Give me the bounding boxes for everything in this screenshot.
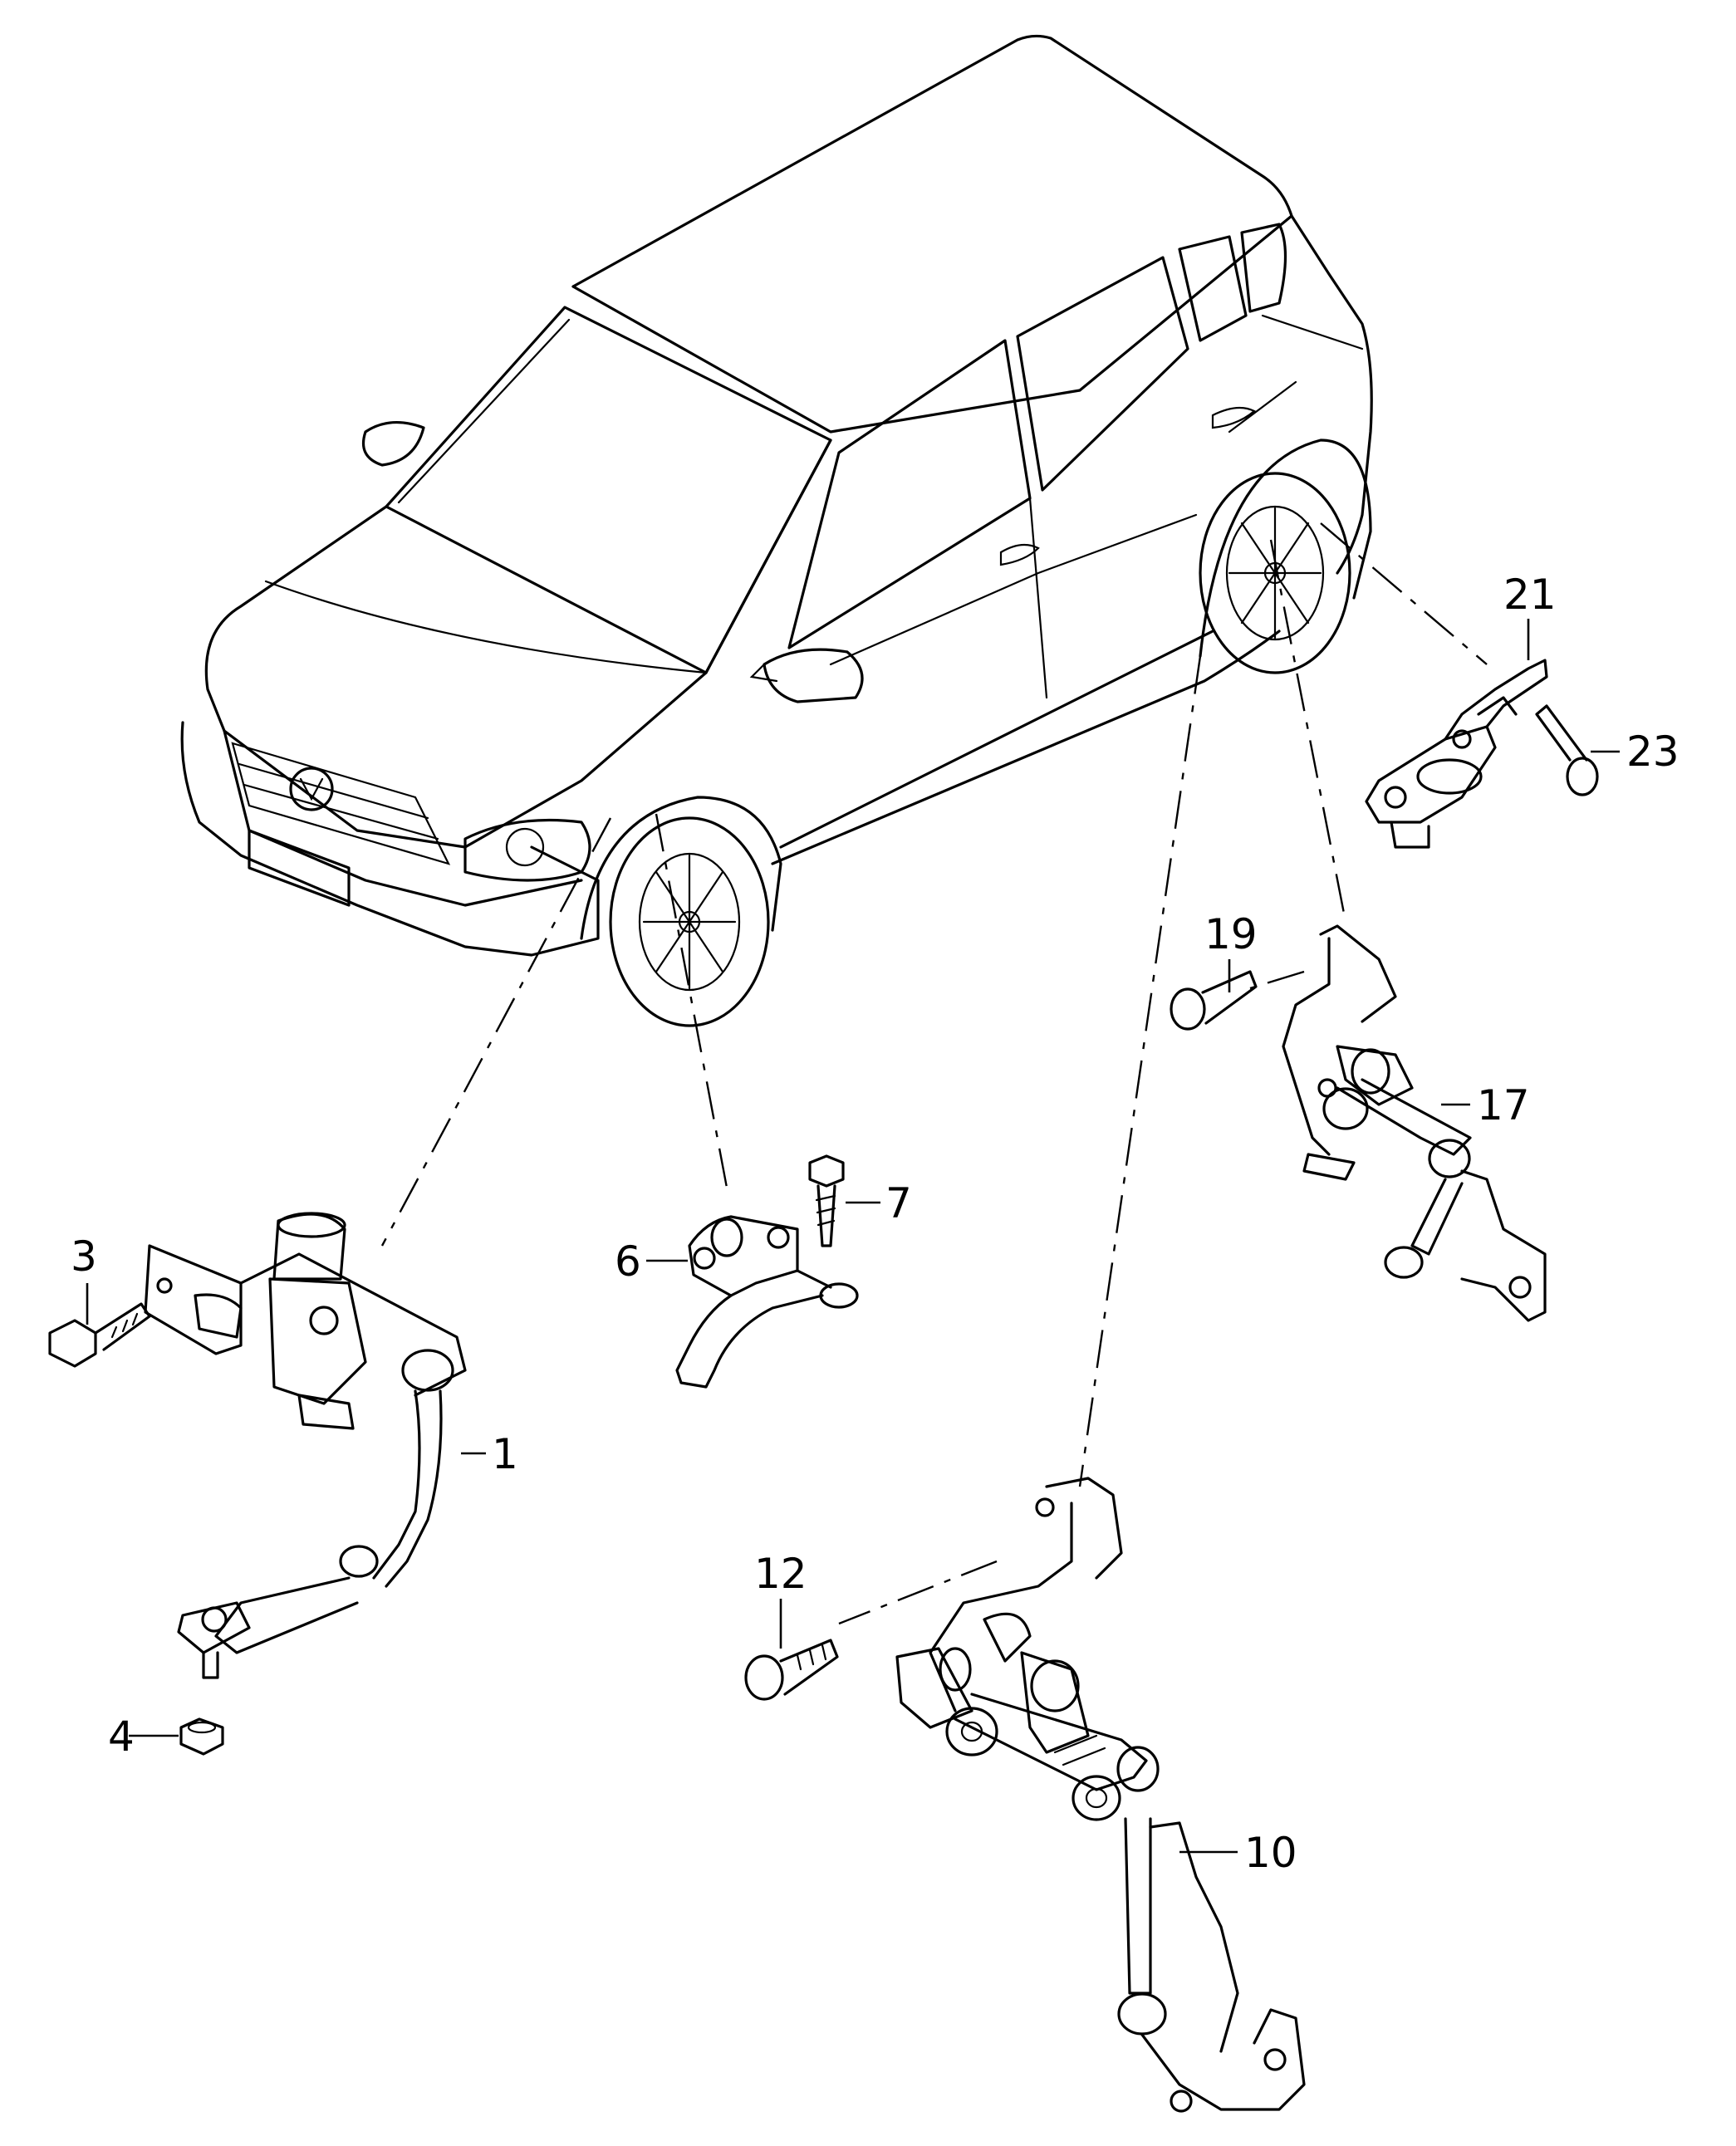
callout-17: 17 (1477, 1081, 1530, 1129)
leader-lines (86, 619, 1620, 1854)
part-23-bolt (1535, 704, 1599, 796)
callout-19: 19 (1204, 910, 1258, 958)
part-10-level-sensor (895, 1477, 1306, 2113)
part-3-bolt (48, 1302, 151, 1368)
locator-rear-left (1078, 655, 1202, 1487)
callout-12: 12 (754, 1550, 807, 1598)
callout-21: 21 (1503, 571, 1557, 619)
locator-rear-bracket (1320, 522, 1488, 665)
callout-labels: 3 1 4 6 7 12 10 19 17 21 23 (71, 571, 1680, 1877)
part-21-bracket (1365, 659, 1548, 849)
callout-10: 10 (1244, 1829, 1297, 1877)
part-17-level-sensor (1282, 924, 1547, 1322)
part-1-level-sensor (144, 1212, 467, 1679)
locator-lines (380, 522, 1488, 1625)
locator-12 (838, 1560, 998, 1625)
callout-7: 7 (885, 1179, 912, 1227)
locator-front-left (380, 817, 612, 1247)
locator-19 (1249, 970, 1305, 990)
part-19-bolt (1170, 970, 1258, 1031)
part-7-screw (808, 1154, 845, 1247)
locator-rear-right (1269, 539, 1347, 923)
callout-4: 4 (108, 1712, 135, 1761)
callout-6: 6 (615, 1237, 641, 1286)
part-12-bolt (744, 1639, 839, 1701)
locator-front-right (655, 813, 728, 1188)
callout-23: 23 (1626, 728, 1680, 776)
part-4-nut (179, 1717, 224, 1756)
vehicle-illustration (180, 34, 1373, 1027)
part-6-bracket (675, 1215, 859, 1389)
callout-1: 1 (492, 1430, 518, 1478)
callout-3: 3 (71, 1232, 97, 1281)
